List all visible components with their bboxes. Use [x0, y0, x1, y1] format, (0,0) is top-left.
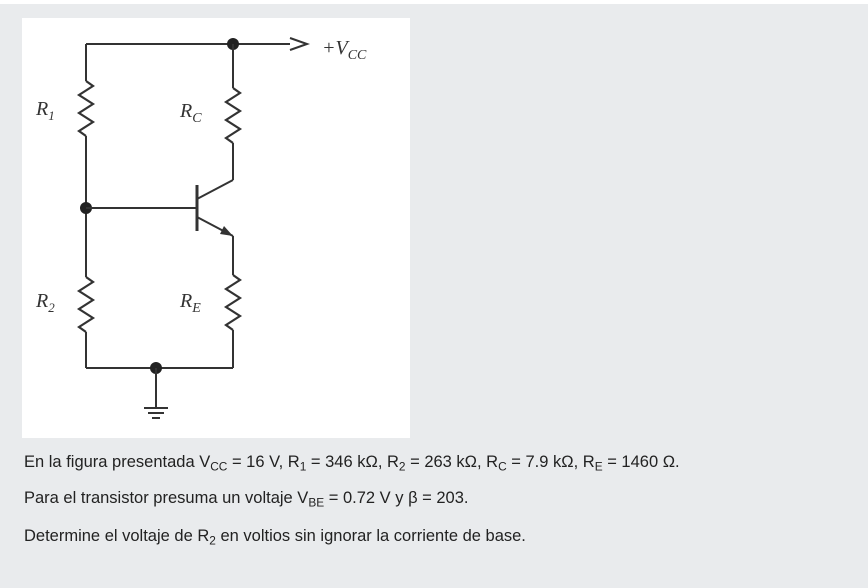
- vcc-arrow: [289, 37, 311, 51]
- circuit-diagram: +VCC R1 RC R2 RE: [35, 37, 367, 419]
- question-line-2: Para el transistor presuma un voltaje VB…: [24, 489, 469, 510]
- vcc-label: +VCC: [322, 37, 367, 63]
- rc-label: RC: [179, 100, 202, 126]
- r1-resistor: [76, 80, 96, 137]
- emitter-arrow-icon: [220, 226, 233, 236]
- question-line-3: Determine el voltaje de R2 en voltios si…: [24, 527, 526, 548]
- r1-label: R1: [35, 98, 55, 123]
- re-resistor: [223, 274, 243, 331]
- rc-resistor: [223, 87, 243, 144]
- transistor-collector-lead: [196, 179, 234, 200]
- top-border: [0, 0, 868, 4]
- r2-resistor: [76, 276, 96, 333]
- circuit-figure: +VCC R1 RC R2 RE: [22, 18, 410, 438]
- re-label: RE: [179, 290, 201, 316]
- question-line-1: En la figura presentada VCC = 16 V, R1 =…: [24, 453, 680, 474]
- r2-label: R2: [35, 290, 55, 315]
